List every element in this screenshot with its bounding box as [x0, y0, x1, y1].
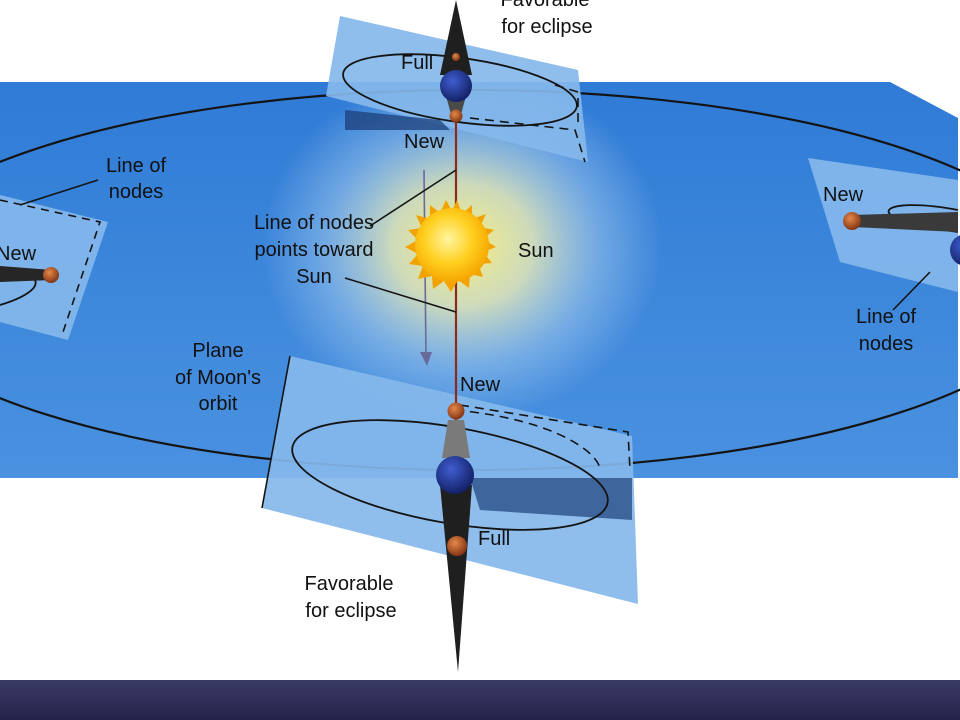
new-label-right: New [823, 184, 864, 206]
moon-orbit-plane-right [808, 158, 960, 292]
line-of-nodes-right-label: nodes [859, 333, 914, 355]
points-toward-sun-label: Sun [296, 266, 332, 288]
moon-icon [447, 402, 465, 420]
full-label-top: Full [401, 52, 433, 74]
favorable-top-label: for eclipse [501, 16, 592, 38]
arrowhead [420, 352, 432, 366]
full-label-bottom: Full [478, 528, 510, 550]
earth-icon [436, 456, 474, 494]
new-label-bottom: New [460, 374, 501, 396]
sun-icon [405, 200, 496, 292]
moon-icon [452, 53, 460, 61]
points-toward-sun-label: Line of nodes [254, 212, 374, 234]
favorable-top-label: Favorable [501, 0, 590, 11]
umbra-bottom [442, 420, 470, 458]
line-of-nodes-right-label: Line of [856, 306, 916, 328]
line-of-nodes-left-label: Line of [106, 155, 166, 177]
earth-icon [950, 235, 960, 265]
points-toward-sun-label: points toward [255, 239, 374, 261]
bottom-bar [0, 680, 960, 720]
line-of-nodes-left-label: nodes [109, 181, 164, 203]
shadow-cone-top [440, 0, 472, 75]
new-label-top: New [404, 131, 445, 153]
leader-line [19, 179, 99, 206]
plane-of-moon-orbit-label: orbit [199, 393, 238, 415]
shadow-cone-bottom [440, 485, 472, 672]
leader-line [892, 271, 931, 311]
favorable-bottom-label: for eclipse [305, 600, 396, 622]
leader-line [344, 277, 457, 313]
plane-of-moon-orbit-label: Plane [192, 340, 243, 362]
moon-orbit-plane-left [0, 195, 108, 340]
plane-of-moon-orbit-label: of Moon's [175, 367, 261, 389]
moon-icon [449, 109, 463, 123]
new-label-left: New [0, 243, 37, 265]
earth-icon [440, 70, 472, 102]
moon-icon [843, 212, 861, 230]
moon-icon [43, 267, 59, 283]
leader-line [369, 169, 457, 227]
moon-icon [447, 536, 467, 556]
sun-label: Sun [518, 240, 554, 262]
favorable-bottom-label: Favorable [305, 573, 394, 595]
